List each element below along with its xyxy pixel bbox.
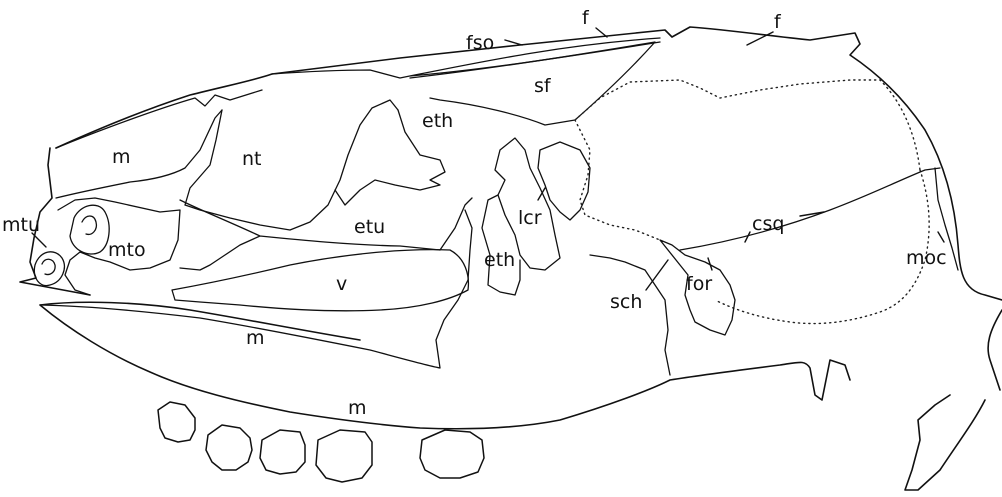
ethmoid-upper-outline [334,109,446,206]
label-sch: sch [610,291,642,313]
csq-pointer [744,211,825,243]
lcr-pointer [537,187,546,201]
foramen-outline [589,239,736,376]
mtu-pointer [31,232,47,248]
snout-inner-outline [57,197,181,296]
label-moc: moc [906,247,947,269]
maxilla-upper-outline [55,89,263,199]
tooth-4 [315,429,373,483]
moc-suture [934,167,959,271]
ethmoid-lower-outline [481,194,521,296]
lacrimal-outline [494,137,591,271]
label-fso: fso [466,32,494,54]
maxilla-middle-outline [39,209,473,369]
mto-ring [69,204,110,255]
mtu-ring [33,251,65,287]
vomer-outline [171,249,470,312]
label-eth-lower: eth [484,249,515,271]
moc-pointer [937,231,945,243]
label-m-lower: m [348,397,367,419]
tooth-2 [205,424,253,471]
label-etu: etu [354,216,385,238]
skull-lower-outline [39,301,1002,491]
label-v: v [336,273,347,295]
tooth-1 [157,401,196,443]
fso-pointer [504,39,523,46]
label-m-upper: m [112,146,131,168]
label-m-middle: m [246,327,265,349]
tooth-3 [259,429,306,475]
sch-pointer [645,259,669,291]
label-sf: sf [534,75,552,97]
squamosal-dotted-outline [714,169,930,325]
sf-bone-outline [409,41,656,126]
f-left-pointer [595,27,608,38]
label-lcr: lcr [518,207,542,229]
tooth-5 [419,429,485,479]
f-right-pointer [746,31,774,46]
label-f-right: f [774,11,782,33]
label-csq: csq [752,213,784,235]
csq-suture [679,167,941,251]
label-for: for [686,273,712,295]
etu-bone-outline [179,197,473,271]
nt-bone-outline [184,99,399,231]
for-pointer [707,257,713,271]
label-mto: mto [108,239,146,261]
label-f-left: f [582,7,590,29]
orbit-dotted-outline [574,79,921,241]
label-nt: nt [242,148,262,170]
skull-outer-outline [19,26,1002,301]
label-eth-upper: eth [422,110,453,132]
label-mtu: mtu [2,214,40,236]
